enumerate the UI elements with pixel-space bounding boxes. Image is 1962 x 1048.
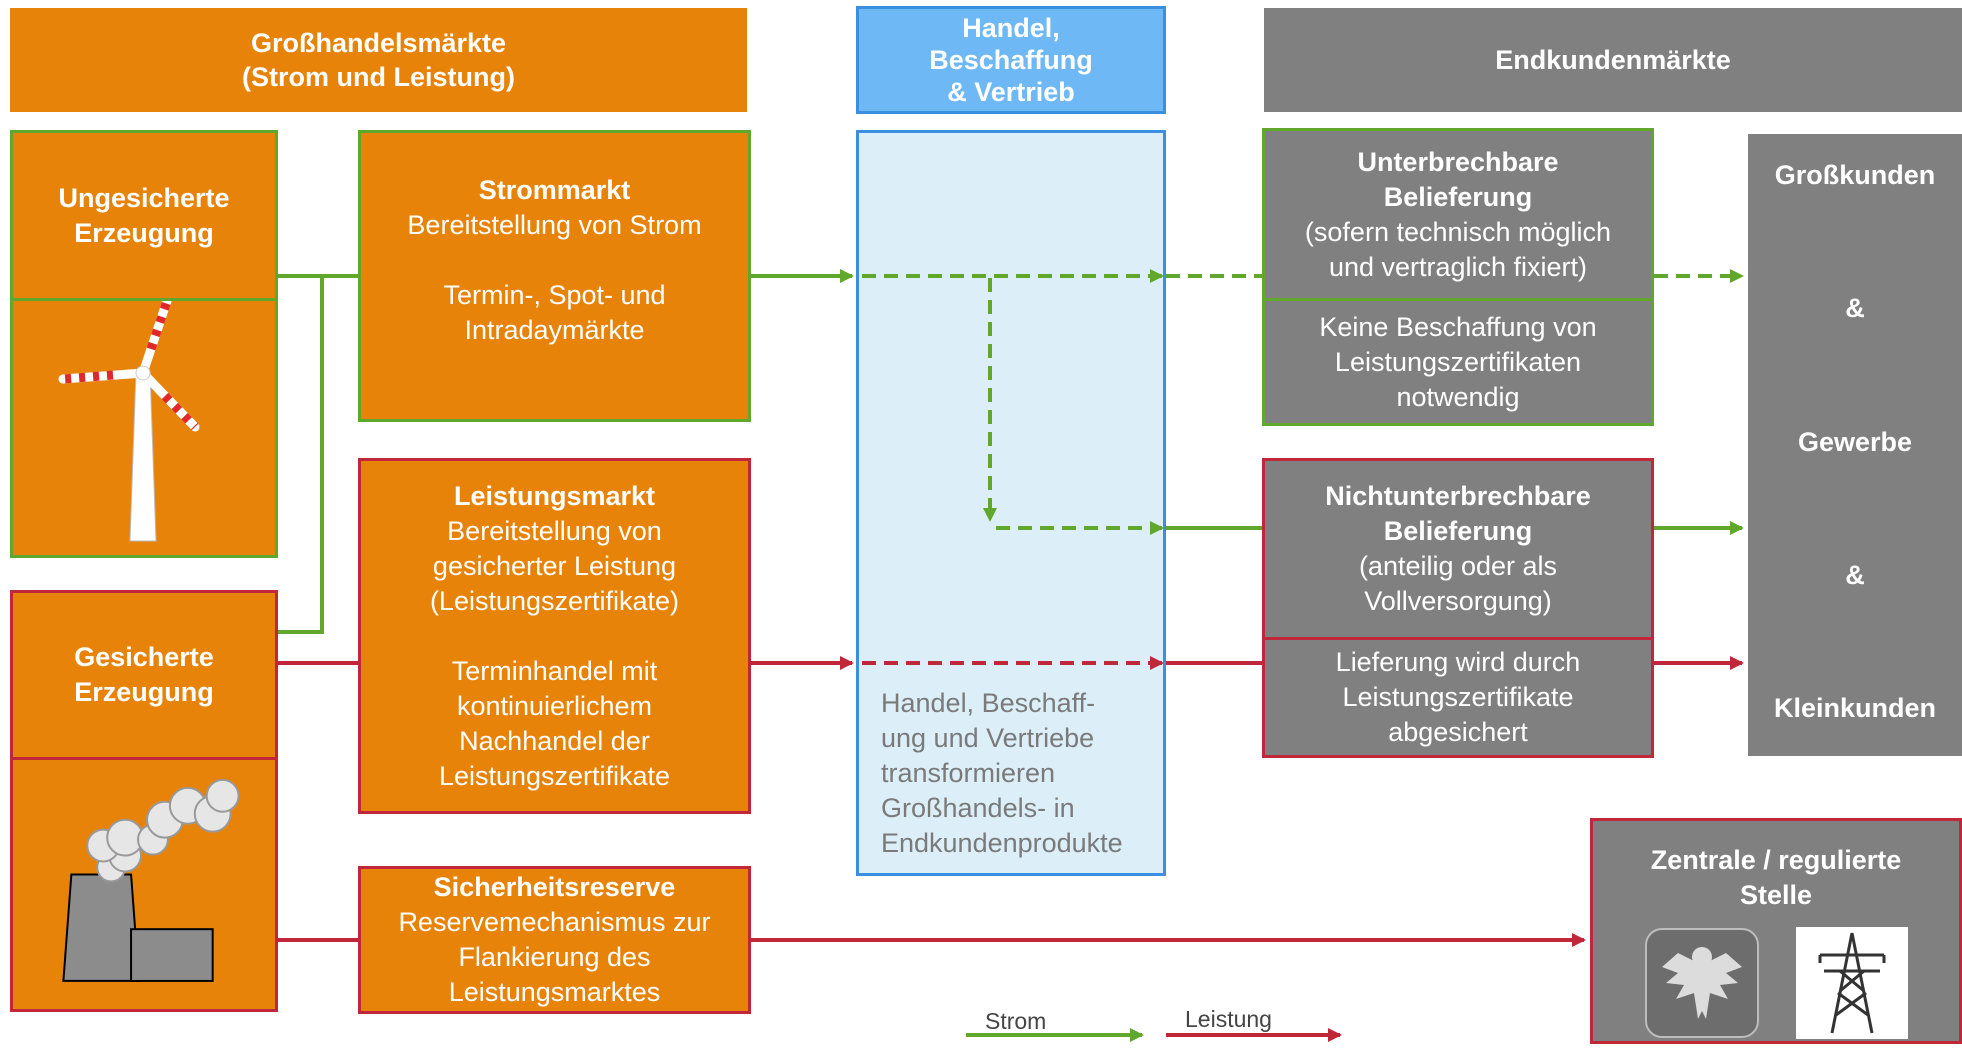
reserve-title: Sicherheitsreserve [433,872,676,902]
trade-line2: ung und Vertriebe [881,723,1095,753]
header-trade-line1: Handel, [962,13,1060,43]
unsecured-generation-label: Ungesicherte Erzeugung [13,133,275,298]
transmission-tower-icon [1796,927,1908,1039]
uninterruptible-title1: Nichtunterbrechbare [1325,481,1591,511]
authority-title2: Stelle [1739,880,1813,910]
interruptible-note2: Leistungszertifikaten [1334,346,1582,377]
uninterruptible-note2: Leistungszertifikate [1342,682,1574,712]
authority-icons [1644,927,1908,1039]
customers-box: Großkunden & Gewerbe & Kleinkunden [1748,134,1962,756]
interruptible-line2: und vertraglich fixiert) [1328,251,1588,282]
power-market-title: Strommarkt [478,175,631,205]
central-authority-box: Zentrale / regulierte Stelle [1590,818,1962,1044]
header-wholesale-line2: (Strom und Leistung) [242,62,515,92]
interruptible-title1: Unterbrechbare [1357,146,1559,177]
header-trade: Handel, Beschaffung & Vertrieb [856,6,1166,114]
customers-large: Großkunden [1774,160,1936,190]
customers-small: Kleinkunden [1773,693,1936,723]
capacity-line1: Bereitstellung von [447,515,662,546]
header-trade-line3: & Vertrieb [947,77,1075,107]
uninterruptible-header: Nichtunterbrechbare Belieferung (anteili… [1265,461,1651,637]
header-retail: Endkundenmärkte [1264,8,1962,112]
interruptible-note3: notwendig [1396,381,1520,412]
capacity-market-box: Leistungsmarkt Bereitstellung von gesich… [358,458,751,814]
customers-amp2: & [1845,559,1865,590]
security-reserve-box: Sicherheitsreserve Reservemechanismus zu… [358,866,751,1014]
trade-line5: Endkundenprodukte [881,828,1123,858]
divider [13,298,275,301]
capacity-line7: Leistungszertifikate [438,760,671,791]
legend-power-label: Strom [985,1008,1047,1034]
uninterruptible-note: Lieferung wird durch Leistungszertifikat… [1265,640,1651,755]
header-wholesale-line1: Großhandelsmärkte [250,28,507,58]
uninterruptible-title2: Belieferung [1383,516,1533,546]
unsecured-line2: Erzeugung [74,217,214,248]
capacity-line4: Terminhandel mit [451,655,658,686]
secured-line2: Erzeugung [74,677,214,708]
green-line [278,276,324,634]
customers-amp1: & [1845,293,1865,324]
interruptible-header: Unterbrechbare Belieferung (sofern techn… [1265,131,1651,298]
interruptible-title2: Belieferung [1383,181,1533,212]
reserve-line2: Flankierung des [458,942,651,972]
power-market-line3: Intradaymärkte [464,315,645,345]
power-market-box: Strommarkt Bereitstellung von Strom Term… [358,130,751,422]
interruptible-note: Keine Beschaffung von Leistungszertifika… [1265,301,1651,423]
uninterruptible-supply-box: Nichtunterbrechbare Belieferung (anteili… [1262,458,1654,758]
unsecured-line1: Ungesicherte [58,182,230,213]
secured-generation-box: Gesicherte Erzeugung [10,590,278,1012]
trade-box: Handel, Beschaff- ung und Vertriebe tran… [856,130,1166,876]
uninterruptible-note1: Lieferung wird durch [1335,647,1581,677]
capacity-line3: (Leistungszertifikate) [429,585,680,616]
capacity-line6: Nachhandel der [459,725,650,756]
power-market-line1: Bereitstellung von Strom [407,210,702,240]
wind-turbine-icon [58,301,200,542]
uninterruptible-line2: Vollversorgung) [1364,586,1552,616]
legend-capacity-label: Leistung [1185,1006,1272,1032]
trade-line1: Handel, Beschaff- [881,688,1096,718]
customers-business: Gewerbe [1797,426,1913,457]
interruptible-note1: Keine Beschaffung von [1319,311,1597,342]
authority-title1: Zentrale / regulierte [1650,845,1902,875]
header-retail-text: Endkundenmärkte [1495,45,1731,75]
divider [1265,298,1651,301]
federal-eagle-icon [1645,928,1759,1038]
divider [1265,637,1651,640]
capacity-line5: kontinuierlichem [456,690,653,721]
interruptible-supply-box: Unterbrechbare Belieferung (sofern techn… [1262,128,1654,426]
capacity-line2: gesicherter Leistung [432,550,677,581]
secured-generation-label: Gesicherte Erzeugung [13,593,275,757]
reserve-line1: Reservemechanismus zur [398,907,711,937]
header-trade-line2: Beschaffung [929,45,1093,75]
trade-line3: transformieren [881,758,1056,788]
power-plant-icon [62,779,240,983]
capacity-market-title: Leistungsmarkt [453,480,656,511]
uninterruptible-line1: (anteilig oder als [1358,551,1558,581]
trade-line4: Großhandels- in [881,793,1075,823]
divider [13,757,275,761]
uninterruptible-note3: abgesichert [1388,717,1528,747]
power-market-line2: Termin-, Spot- und [443,280,666,310]
unsecured-generation-box: Ungesicherte Erzeugung [10,130,278,558]
reserve-line3: Leistungsmarktes [448,977,661,1007]
interruptible-line1: (sofern technisch möglich [1304,216,1612,247]
secured-line1: Gesicherte [74,642,214,673]
header-wholesale: Großhandelsmärkte (Strom und Leistung) [10,8,747,112]
